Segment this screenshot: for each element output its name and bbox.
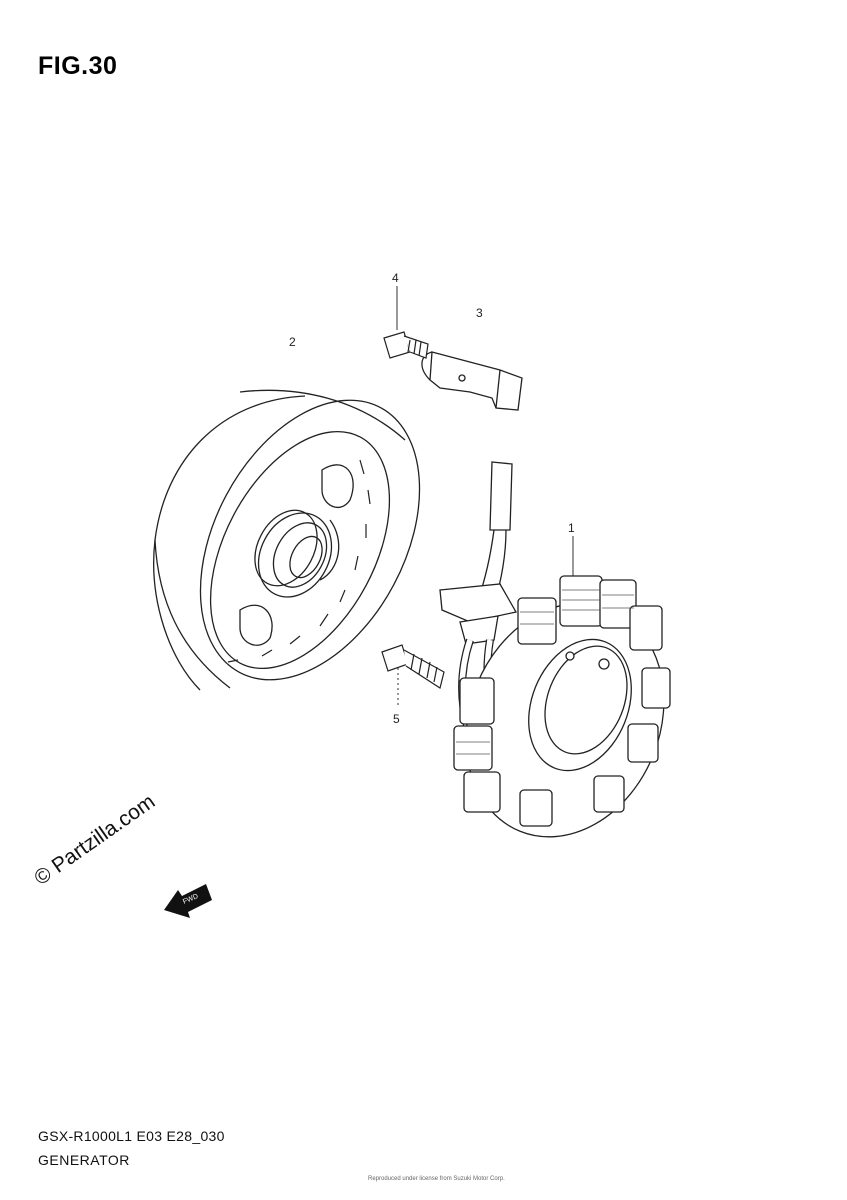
- callout-4: 4: [392, 271, 399, 285]
- fwd-arrow-icon: FWD: [164, 884, 212, 918]
- callout-5: 5: [393, 712, 400, 726]
- clamp-part-3: [421, 351, 523, 411]
- screw-part-4: [383, 331, 429, 359]
- leader-lines: [396, 286, 574, 708]
- callout-1: 1: [568, 521, 575, 535]
- callout-2: 2: [289, 335, 296, 349]
- coil-wire-lines: [456, 589, 634, 755]
- rotor-part-2: [153, 389, 421, 691]
- footer-fine-print: Reproduced under license from Suzuki Mot…: [368, 1176, 505, 1182]
- rotor-magnets: [227, 459, 371, 663]
- figure-title: FIG.30: [38, 52, 118, 80]
- footer-section-name: GENERATOR: [38, 1152, 130, 1168]
- footer-model-code: GSX-R1000L1 E03 E28_030: [38, 1128, 225, 1144]
- bolt-part-5: [381, 644, 445, 689]
- callout-3: 3: [476, 306, 483, 320]
- stator-coils: [453, 575, 671, 827]
- stator-part-1: [439, 461, 671, 838]
